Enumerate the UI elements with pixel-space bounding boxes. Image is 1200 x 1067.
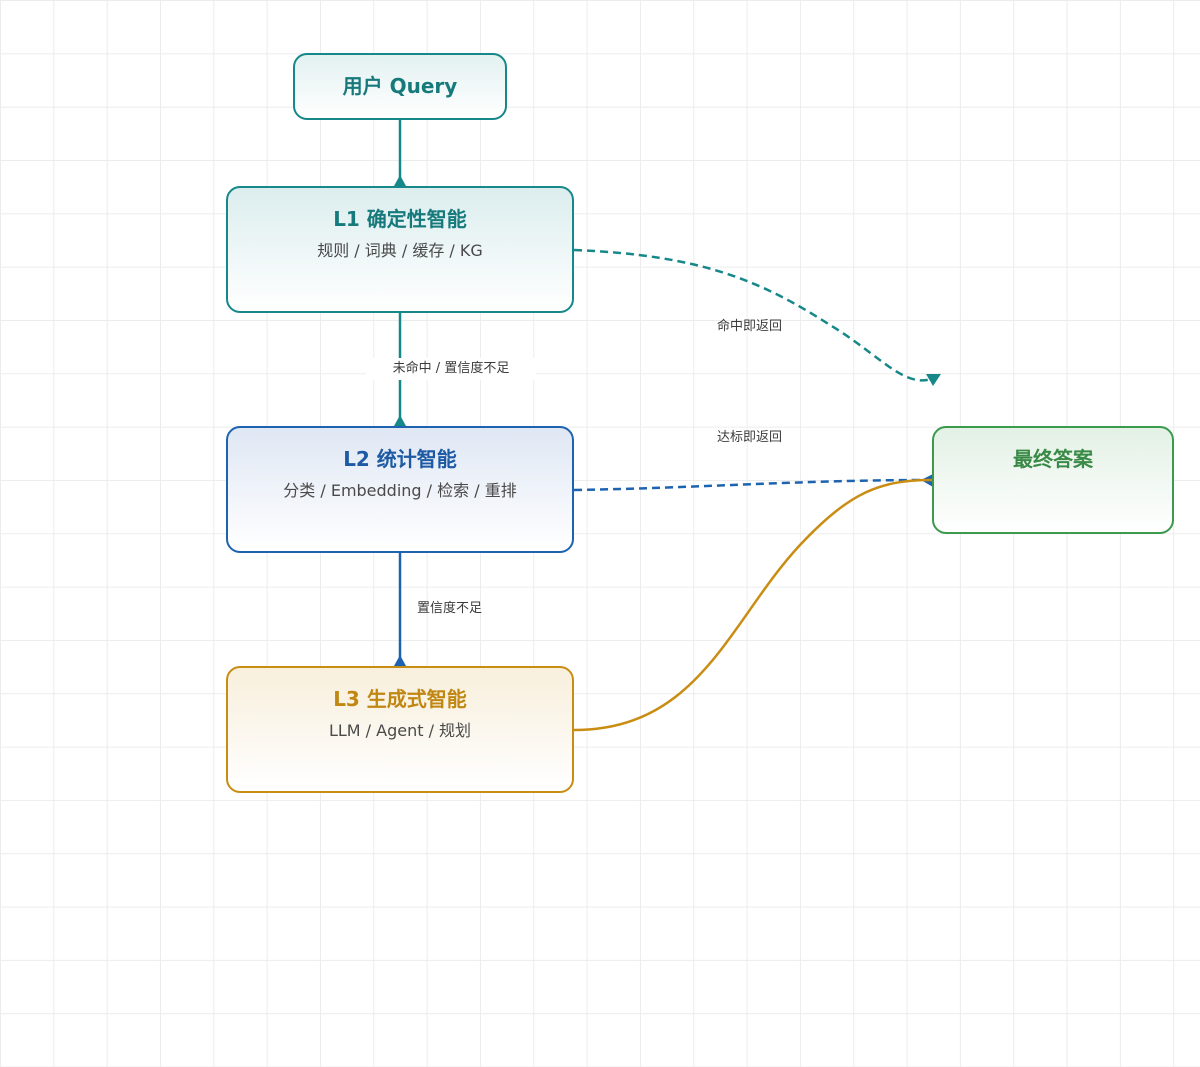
node-title: L1 确定性智能 [333, 207, 467, 231]
node-subtitle: 规则 / 词典 / 缓存 / KG [317, 241, 483, 260]
edge-l1-to-final [573, 248, 935, 382]
node-title: 用户 Query [342, 74, 458, 98]
node-title: L3 生成式智能 [333, 687, 467, 711]
edge-label-l1-to-l2: 未命中 / 置信度不足 [366, 358, 536, 380]
edge-label-l2-to-l3: 置信度不足 [417, 601, 483, 616]
node-title: 最终答案 [1013, 447, 1093, 471]
arrowhead-l1 [394, 175, 406, 186]
node-l3-generative: L3 生成式智能 LLM / Agent / 规划 [226, 666, 574, 793]
node-l1-deterministic: L1 确定性智能 规则 / 词典 / 缓存 / KG [226, 186, 574, 313]
node-final-answer: 最终答案 [932, 426, 1174, 534]
node-l2-statistical: L2 统计智能 分类 / Embedding / 检索 / 重排 [226, 426, 574, 553]
edge-label-l2-to-final: 达标即返回 [717, 430, 783, 445]
edge-l2-to-final [573, 478, 931, 492]
arrowhead-l1-final [926, 374, 941, 386]
edge-l3-to-final [573, 478, 933, 732]
arrowhead-l3 [394, 655, 406, 666]
node-subtitle: 分类 / Embedding / 检索 / 重排 [283, 481, 517, 500]
node-subtitle: LLM / Agent / 规划 [328, 721, 472, 740]
node-title: L2 统计智能 [343, 447, 457, 471]
arrowhead-l2 [394, 415, 406, 426]
edge-label-l1-to-final: 命中即返回 [717, 319, 783, 334]
node-user-query: 用户 Query [293, 53, 507, 120]
